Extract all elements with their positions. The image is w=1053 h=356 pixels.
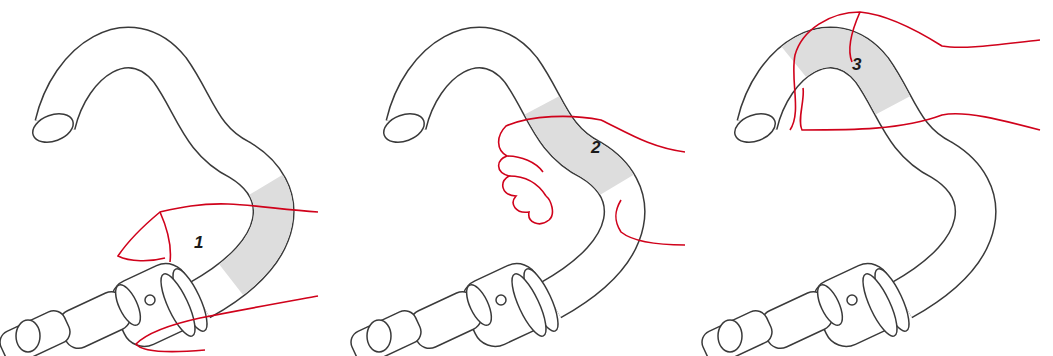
panel-tops-curve xyxy=(347,48,685,356)
grip-zone xyxy=(757,48,976,300)
hand-outline xyxy=(118,204,318,352)
hand-outline xyxy=(499,116,685,245)
callout-number: 3 xyxy=(852,56,861,73)
drop-handlebar xyxy=(0,48,274,356)
hand-outline xyxy=(790,12,1040,130)
drop-handlebar xyxy=(698,48,975,356)
panel-hoods xyxy=(0,48,318,356)
grip-zone xyxy=(55,48,274,300)
callout-number: 2 xyxy=(591,139,600,156)
panel-tops xyxy=(698,12,1040,356)
callout-number: 1 xyxy=(194,234,203,251)
drop-handlebar xyxy=(347,48,624,356)
grip-zone xyxy=(406,48,625,300)
